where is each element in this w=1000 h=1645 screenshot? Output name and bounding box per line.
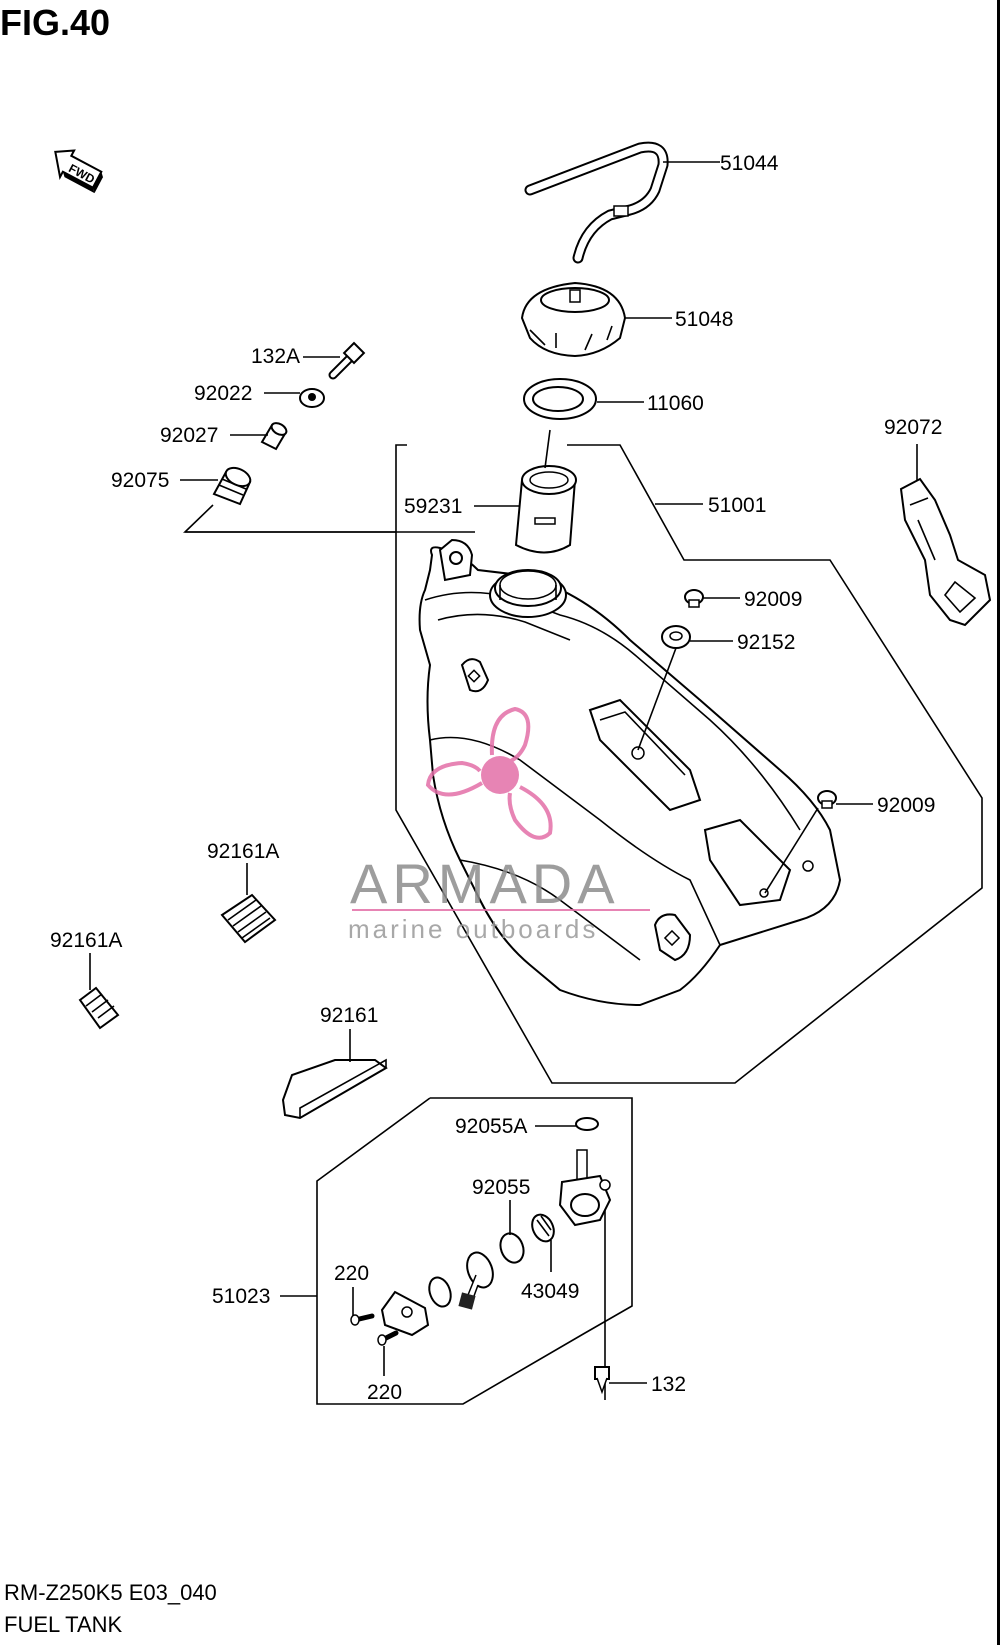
filter-43049 <box>531 1213 555 1243</box>
page-border <box>997 0 1000 1645</box>
pad-92161a-upper <box>220 893 277 944</box>
propeller-logo-icon <box>425 706 553 840</box>
part-label-92072: 92072 <box>884 416 942 439</box>
part-label-92009-lower: 92009 <box>877 794 935 817</box>
fuel-cock-group-outline <box>316 1097 633 1405</box>
part-labels: 51044 51048 11060 132A 92022 92027 92075… <box>50 152 942 1404</box>
washer-92022 <box>299 388 325 408</box>
breather-hose <box>524 141 669 264</box>
part-label-51001: 51001 <box>708 494 766 517</box>
part-label-51044: 51044 <box>720 152 779 175</box>
o-ring-cock <box>428 1276 452 1308</box>
fuel-cap <box>520 281 627 358</box>
part-label-92055a: 92055A <box>455 1115 527 1138</box>
part-label-220-upper: 220 <box>334 1262 369 1285</box>
grommet-92075 <box>212 466 252 506</box>
bolt-92009-lower <box>817 790 837 809</box>
figure-caption: FUEL TANK <box>4 1612 123 1637</box>
part-label-132a: 132A <box>251 345 300 368</box>
part-label-220-lower: 220 <box>367 1381 402 1404</box>
watermark: ARMADA marine outboards <box>348 706 650 944</box>
part-label-43049: 43049 <box>521 1280 579 1303</box>
part-label-92161a-upper: 92161A <box>207 840 279 863</box>
screw-220-lower <box>377 1330 399 1346</box>
part-label-59231: 59231 <box>404 495 462 518</box>
screw-220-upper <box>350 1313 375 1326</box>
bolt-132 <box>594 1366 610 1395</box>
fuel-tank-group-outline <box>395 444 983 1084</box>
pad-92161a-lower <box>78 986 120 1030</box>
o-ring-92055a <box>575 1117 599 1131</box>
part-label-92009-upper: 92009 <box>744 588 802 611</box>
collar-92027 <box>260 422 288 451</box>
part-label-92152: 92152 <box>737 631 795 654</box>
part-label-92075: 92075 <box>111 469 169 492</box>
leader-lines <box>89 161 918 1384</box>
cap-gasket <box>523 378 597 420</box>
part-label-92022: 92022 <box>194 382 252 405</box>
part-label-51023: 51023 <box>212 1285 270 1308</box>
part-label-51048: 51048 <box>675 308 733 331</box>
grommet-92152 <box>661 625 691 649</box>
watermark-brand: ARMADA <box>350 852 620 915</box>
fuel-strainer <box>458 1251 494 1310</box>
pad-92161 <box>281 1058 388 1120</box>
fwd-arrow-icon: FWD <box>54 149 103 194</box>
figure-title: FIG.40 <box>0 2 111 43</box>
watermark-tagline: marine outboards <box>348 914 598 944</box>
part-label-92161a-lower: 92161A <box>50 929 122 952</box>
filler-neck <box>514 465 577 554</box>
bolt-92009-upper <box>684 589 704 608</box>
part-label-11060: 11060 <box>647 392 704 415</box>
part-label-92027: 92027 <box>160 424 218 447</box>
part-label-92055: 92055 <box>472 1176 530 1199</box>
tank-strap <box>899 477 992 627</box>
part-label-92161: 92161 <box>320 1004 378 1027</box>
o-ring-92055 <box>499 1232 525 1264</box>
bolt-132a <box>328 341 366 380</box>
model-code: RM-Z250K5 E03_040 <box>4 1580 217 1605</box>
part-label-132: 132 <box>651 1373 686 1396</box>
fuel-cock-body <box>558 1149 612 1400</box>
fuel-tank <box>418 538 842 1007</box>
cock-plate <box>380 1290 430 1337</box>
